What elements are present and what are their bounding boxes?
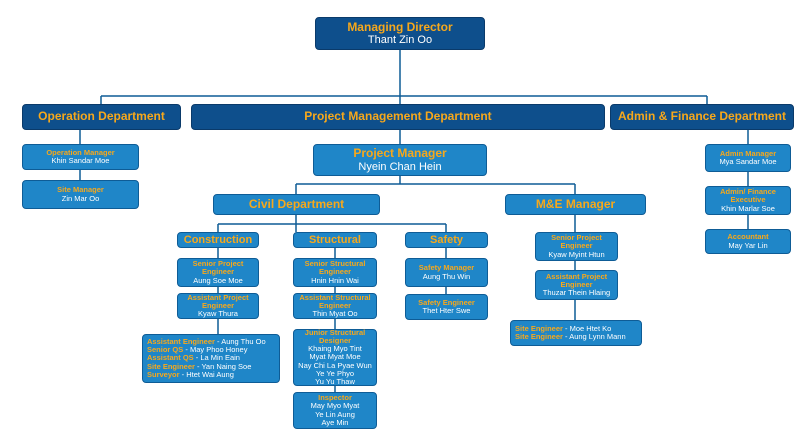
team-row: Site Engineer - Yan Naing Soe xyxy=(147,361,252,371)
managing-director-name: Thant Zin Oo xyxy=(367,34,433,47)
team-row: Senior QS - May Phoo Honey xyxy=(147,345,248,355)
assistant-project-engineer-box: Assistant Project Engineer Kyaw Thura xyxy=(177,293,259,319)
project-management-department-label: Project Management Department xyxy=(304,109,492,124)
operation-department-box: Operation Department xyxy=(22,104,181,130)
person-name: Nay Chi La Pyae Wun xyxy=(298,360,372,370)
structural-box: Structural xyxy=(293,232,377,248)
person-name: May Myo Myat xyxy=(310,401,360,411)
admin-manager-box: Admin Manager Mya Sandar Moe xyxy=(705,144,791,172)
person-name: Zin Mar Oo xyxy=(61,193,100,203)
project-management-department-box: Project Management Department xyxy=(191,104,605,130)
admin-finance-executive-box: Admin/ Finance Executive Khin Marlar Soe xyxy=(705,186,791,215)
person-name: Mya Sandar Moe xyxy=(719,157,777,166)
junior-structural-designer-box: Junior Structural Designer Khaing Myo Ti… xyxy=(293,327,377,387)
person-name: Aung Thu Win xyxy=(422,271,471,281)
role-title: Accountant xyxy=(727,232,769,242)
person-name: Thuzar Thein Hlaing xyxy=(542,288,611,298)
inspector-box: Inspector May Myo Myat Ye Lin Aung Aye M… xyxy=(293,392,377,429)
civil-department-label: Civil Department xyxy=(248,196,345,211)
construction-box: Construction xyxy=(177,232,259,248)
person-name: Thet Hter Swe xyxy=(422,306,471,315)
role-title: Senior Structural Engineer xyxy=(304,259,366,277)
role-title: Senior Project Engineer xyxy=(551,233,602,251)
me-site-engineers-box: Site Engineer - Moe Htet Ko Site Enginee… xyxy=(510,320,642,346)
managing-director-title: Managing Director xyxy=(347,19,453,34)
person-name: Khin Marlar Soe xyxy=(721,203,775,213)
me-senior-project-engineer-box: Senior Project Engineer Kyaw Myint Htun xyxy=(535,232,618,261)
structural-label: Structural xyxy=(309,233,361,246)
safety-manager-box: Safety Manager Aung Thu Win xyxy=(405,258,488,287)
team-row: Assistant Engineer - Aung Thu Oo xyxy=(147,336,266,346)
me-assistant-project-engineer-box: Assistant Project Engineer Thuzar Thein … xyxy=(535,270,618,300)
person-name: Myat Myat Moe xyxy=(309,352,361,362)
person-name: Khin Sandar Moe xyxy=(51,156,110,165)
admin-finance-department-box: Admin & Finance Department xyxy=(610,104,794,130)
role-title: Senior Project Engineer xyxy=(192,259,244,277)
person-name: Kyaw Thura xyxy=(198,309,238,319)
construction-team-box: Assistant Engineer - Aung Thu Oo Senior … xyxy=(142,334,280,383)
role-title: Safety Manager xyxy=(418,263,475,273)
team-row: Surveyor - Htet Wai Aung xyxy=(147,369,234,379)
role-title: Operation Manager xyxy=(46,147,115,157)
project-manager-title: Project Manager xyxy=(353,146,447,161)
person-name: Yu Yu Thaw xyxy=(315,377,355,387)
person-name: Aung Soe Moe xyxy=(193,275,243,285)
person-name: Ye Ye Phyo xyxy=(315,368,355,378)
role-title: Assistant Project Engineer xyxy=(545,271,608,289)
person-name: Ye Lin Aung xyxy=(315,409,355,419)
role-title: Admin/ Finance Executive xyxy=(720,187,776,205)
person-name: Hnin Hnin Wai xyxy=(311,275,359,285)
senior-structural-engineer-box: Senior Structural Engineer Hnin Hnin Wai xyxy=(293,258,377,287)
site-manager-box: Site Manager Zin Mar Oo xyxy=(22,180,139,209)
team-row: Assistant QS - La Min Eain xyxy=(147,353,240,363)
team-row: Site Engineer - Moe Htet Ko xyxy=(515,323,612,333)
construction-label: Construction xyxy=(183,233,253,246)
operation-department-label: Operation Department xyxy=(38,109,165,124)
assistant-structural-engineer-box: Assistant Structural Engineer Thin Myat … xyxy=(293,293,377,319)
person-name: Kyaw Myint Htun xyxy=(548,249,605,259)
safety-engineer-box: Safety Engineer Thet Hter Swe xyxy=(405,294,488,320)
role-title: Inspector xyxy=(318,393,352,402)
person-name: Aye Min xyxy=(321,417,349,427)
safety-box: Safety xyxy=(405,232,488,248)
person-name: Khaing Myo Tint xyxy=(308,344,362,354)
mande-manager-box: M&E Manager xyxy=(505,194,646,215)
team-row: Site Engineer - Aung Lynn Mann xyxy=(515,332,626,341)
role-title: Admin Manager xyxy=(719,148,777,158)
civil-department-box: Civil Department xyxy=(213,194,380,215)
role-title: Assistant Structural Engineer xyxy=(299,292,371,310)
role-title: Assistant Project Engineer xyxy=(187,292,249,310)
project-manager-name: Nyein Chan Hein xyxy=(358,160,442,173)
role-title: Safety Engineer xyxy=(418,297,475,307)
mande-manager-label: M&E Manager xyxy=(535,196,616,211)
person-name: Thin Myat Oo xyxy=(312,309,358,319)
role-title: Site Manager xyxy=(57,185,104,195)
admin-finance-department-label: Admin & Finance Department xyxy=(617,109,787,124)
operation-manager-box: Operation Manager Khin Sandar Moe xyxy=(22,144,139,170)
managing-director-box: Managing Director Thant Zin Oo xyxy=(315,17,485,50)
senior-project-engineer-box: Senior Project Engineer Aung Soe Moe xyxy=(177,258,259,287)
project-manager-box: Project Manager Nyein Chan Hein xyxy=(313,144,487,176)
person-name: May Yar Lin xyxy=(728,240,768,250)
role-title: Junior Structural Designer xyxy=(304,327,366,345)
accountant-box: Accountant May Yar Lin xyxy=(705,229,791,254)
safety-label: Safety xyxy=(429,233,464,246)
